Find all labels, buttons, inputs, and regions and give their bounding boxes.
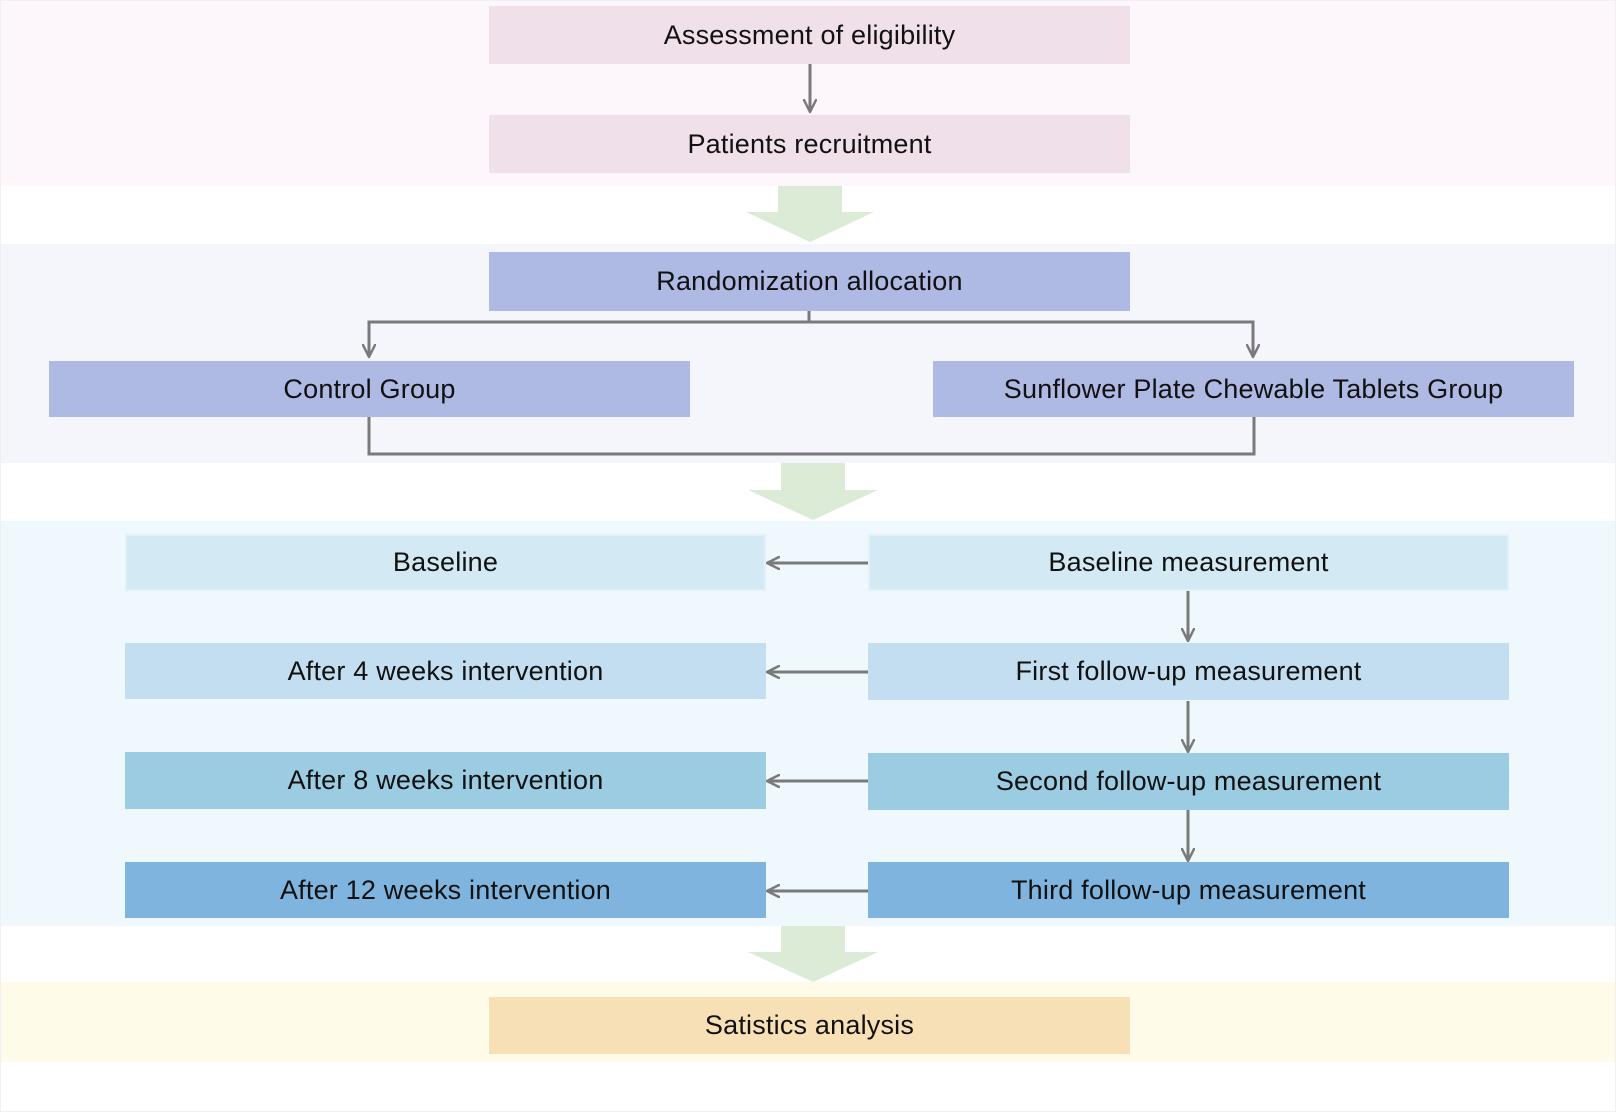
timepoint-12-weeks: After 12 weeks intervention	[125, 862, 766, 918]
baseline-measurement-box: Baseline measurement	[868, 534, 1509, 591]
control-group-box: Control Group	[49, 361, 690, 417]
third-followup-box: Third follow-up measurement	[868, 862, 1509, 918]
branch-connector	[369, 311, 811, 357]
second-followup-box: Second follow-up measurement	[868, 753, 1509, 810]
timepoint-8-weeks: After 8 weeks intervention	[125, 752, 766, 809]
block-arrow-down	[748, 463, 878, 520]
block-arrow-down	[746, 186, 874, 242]
timepoint-4-weeks: After 4 weeks intervention	[125, 643, 766, 699]
timepoint-baseline: Baseline	[125, 534, 766, 591]
assessment-box: Assessment of eligibility	[489, 6, 1130, 64]
block-arrow-down	[748, 926, 878, 982]
treatment-group-box: Sunflower Plate Chewable Tablets Group	[933, 361, 1574, 417]
first-followup-box: First follow-up measurement	[868, 643, 1509, 700]
randomization-box: Randomization allocation	[489, 252, 1130, 311]
recruitment-box: Patients recruitment	[489, 115, 1130, 173]
branch-connector	[809, 320, 1253, 357]
statistics-box: Satistics analysis	[489, 997, 1130, 1054]
merge-connector	[367, 417, 1256, 456]
